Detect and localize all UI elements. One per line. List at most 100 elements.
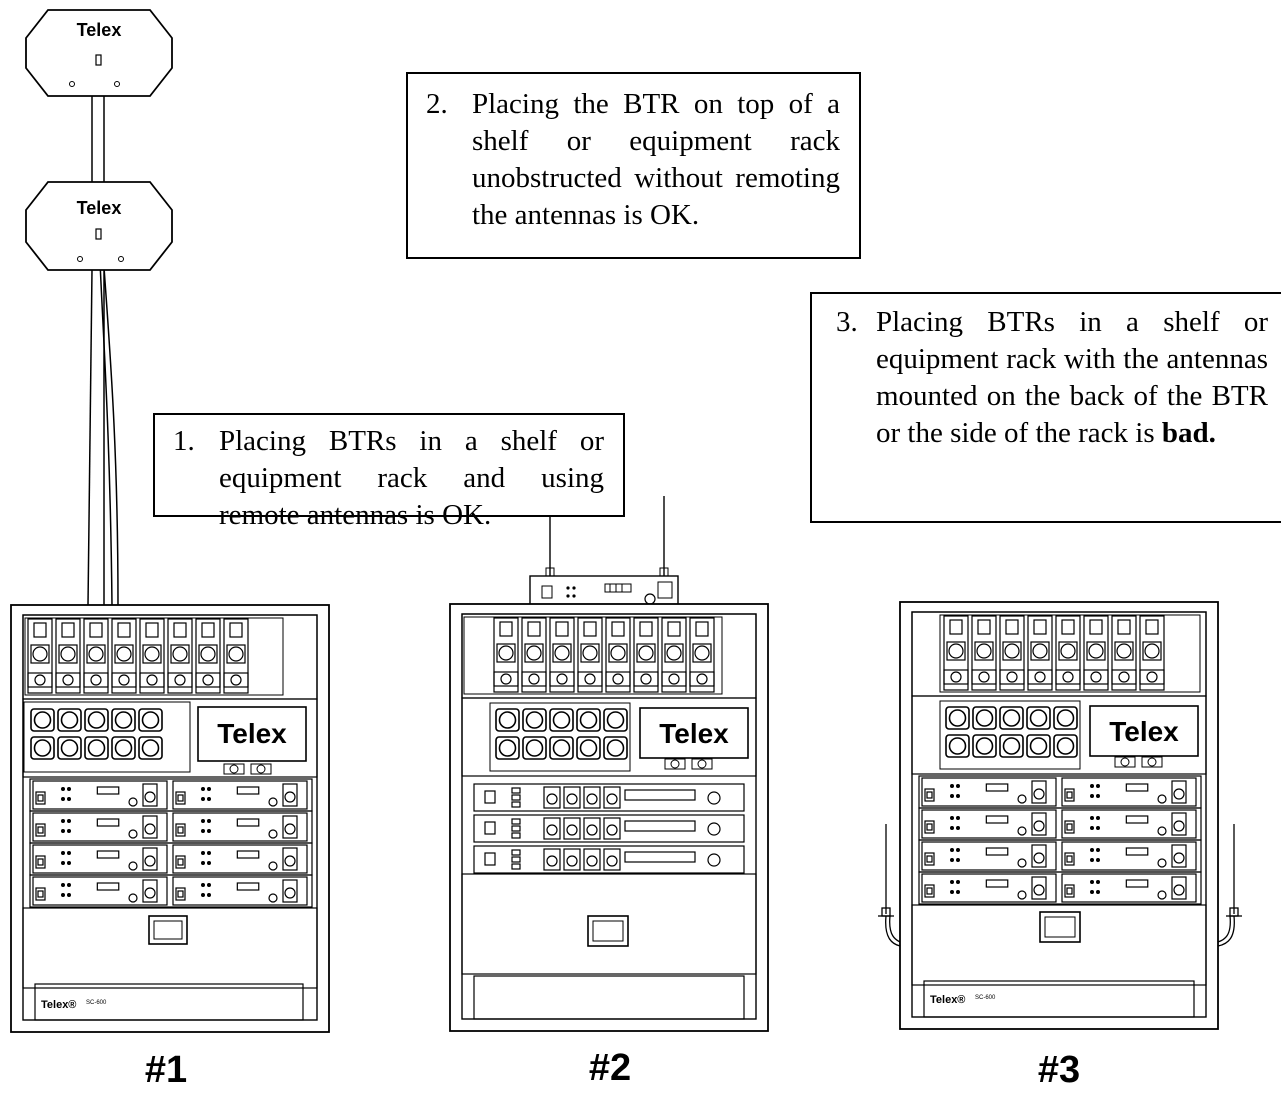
note-1-number: 1. [173, 425, 195, 457]
patch-jack-ring [694, 645, 710, 661]
patch-jack-ring [1060, 643, 1076, 659]
patch-jack-ring [88, 646, 104, 662]
patch-jack [1139, 669, 1165, 685]
btr-headset-jack [1171, 876, 1187, 900]
btr-led [955, 890, 960, 895]
btr-unit [172, 876, 308, 906]
btr-headset-jack [1171, 780, 1187, 804]
patch-jack-ring [1118, 671, 1130, 683]
btr-knob [1017, 890, 1027, 900]
btr-power-switch [1064, 884, 1075, 898]
receiver-knob [707, 853, 721, 867]
xlr-connector [495, 736, 520, 760]
btr-led [1090, 890, 1095, 895]
btr-led [60, 829, 65, 834]
btr-headset-jack [142, 847, 158, 871]
btr-on-top [529, 496, 679, 607]
receiver-power-switch [484, 852, 496, 866]
btr-headset-jack-ring [1173, 820, 1185, 832]
patch-jack [527, 621, 541, 637]
note-2: 2. Placing the BTR on top of a shelf or … [406, 72, 861, 259]
btr-knob [128, 893, 138, 903]
patch-jack [1086, 641, 1106, 661]
receiver-xlr-jack [583, 848, 601, 871]
patch-jack [608, 643, 628, 663]
patch-jack [1055, 669, 1081, 685]
btr-power-switch-inner [37, 826, 44, 834]
patch-jack [58, 644, 78, 664]
btr-headset-jack [1031, 876, 1047, 900]
xlr-connector-ring [525, 711, 544, 729]
xlr-connector [945, 734, 970, 758]
btr-led [207, 819, 212, 824]
btr-led [60, 787, 65, 792]
xlr-connector [84, 708, 109, 732]
btr-headset-jack [1031, 844, 1047, 868]
btr-led [955, 848, 960, 853]
xlr-connector [1026, 706, 1051, 730]
xlr-connector [111, 708, 136, 732]
btr-headset-jack-ring [1173, 788, 1185, 800]
xlr-connector-ring [975, 709, 994, 727]
patch-jack-ring [610, 645, 626, 661]
btr-power-switch [1064, 788, 1075, 802]
btr-unit [172, 844, 308, 874]
btr-knob [1157, 890, 1167, 900]
note-3-bold-word: bad. [1161, 417, 1216, 449]
patch-jack-ring [174, 674, 186, 686]
btr-headset-jack [282, 847, 298, 871]
btr-knob [268, 861, 278, 871]
patch-jack-ring [1090, 671, 1102, 683]
note-3-text: Placing BTRs in a shelf or equipment rac… [876, 306, 1268, 449]
btr-power-switch [35, 823, 46, 837]
patch-jack [974, 641, 994, 661]
patch-column [633, 617, 659, 693]
patch-jack-ring [640, 673, 652, 685]
receiver-indicator [511, 801, 521, 808]
btr-led [1096, 784, 1101, 789]
btr-led [1090, 826, 1095, 831]
patch-jack [61, 622, 75, 638]
note-3-number: 3. [836, 306, 858, 338]
btr-power-switch-inner [177, 890, 184, 898]
note-3: 3. Placing BTRs in a shelf or equipment … [810, 292, 1281, 523]
patch-jack [496, 643, 516, 663]
receiver-knob [707, 822, 721, 836]
receiver-xlr-jack [563, 786, 581, 809]
btr-led [201, 787, 206, 792]
patch-column [493, 617, 519, 693]
receiver-xlr-jack-ring [566, 824, 578, 836]
btr-led [955, 826, 960, 831]
patch-column [943, 615, 969, 691]
btr-headset-jack [282, 879, 298, 903]
patch-columns [493, 617, 715, 693]
xlr-connector [1053, 706, 1078, 730]
patch-jack [1061, 619, 1075, 635]
xlr-connector-ring [114, 711, 133, 729]
btr-led [955, 858, 960, 863]
receiver-indicator [511, 818, 521, 825]
patch-jack-ring [1004, 643, 1020, 659]
patch-jack-ring [1006, 671, 1018, 683]
patch-jack [114, 644, 134, 664]
xlr-connector-ring [60, 711, 79, 729]
btr-led [1090, 848, 1095, 853]
patch-jack-ring [500, 673, 512, 685]
btr-headset-jack-ring [284, 791, 296, 803]
btr-headset-jack [282, 815, 298, 839]
side-antenna-left [878, 824, 901, 947]
receiver-xlr-jack [543, 848, 561, 871]
receiver-indicator [511, 832, 521, 839]
patch-columns [943, 615, 1165, 691]
xlr-connector [30, 708, 55, 732]
btr-led [949, 816, 954, 821]
patch-jack [493, 671, 519, 687]
patch-jack [636, 643, 656, 663]
btr-led [1090, 794, 1095, 799]
patch-column [521, 617, 547, 693]
btr-power-switch-inner [37, 890, 44, 898]
patch-jack-ring [90, 674, 102, 686]
btr-headset-jack [142, 879, 158, 903]
btr-led [66, 883, 71, 888]
btr-display [236, 786, 260, 795]
